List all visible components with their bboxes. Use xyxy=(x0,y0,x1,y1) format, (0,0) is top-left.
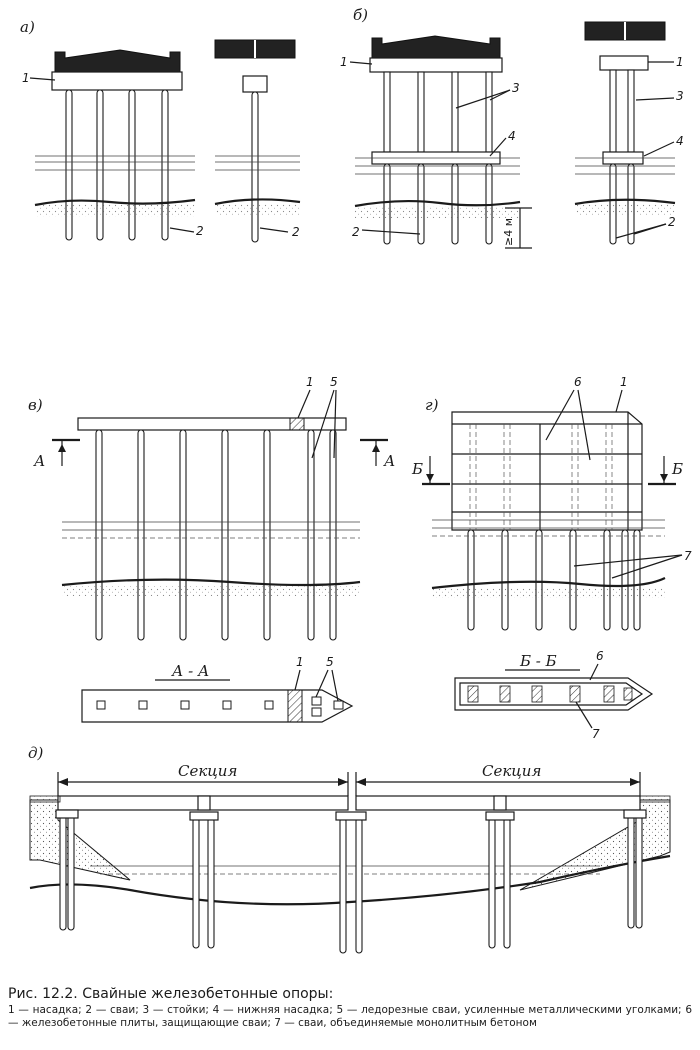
piles-g xyxy=(467,424,641,631)
caption-title: Рис. 12.2. Свайные железобетонные опоры: xyxy=(8,986,334,1002)
section-aa-title: А - А xyxy=(171,662,209,680)
dimension-4m: ≥4 м xyxy=(502,218,515,246)
figure-caption: Рис. 12.2. Свайные железобетонные опоры:… xyxy=(8,986,692,1030)
caption-legend: 1 — насадка; 2 — сваи; 3 — стойки; 4 — н… xyxy=(8,1004,692,1029)
callout-2-b: 2 xyxy=(352,225,360,239)
panel-label-d: д) xyxy=(28,744,44,762)
panel-label-b: б) xyxy=(353,6,368,24)
piles-a xyxy=(65,89,169,241)
panel-label-g: г) xyxy=(425,396,439,414)
callout-1-aa: 1 xyxy=(296,655,304,669)
pile-cap-v xyxy=(77,417,347,431)
callout-1-b: 1 xyxy=(340,55,348,69)
section-mark-a-left: А xyxy=(33,452,45,470)
panel-label-v: в) xyxy=(28,396,43,414)
ground-line-a xyxy=(34,198,196,207)
callout-1-b-side: 1 xyxy=(676,55,684,69)
section-mark-b-right: Б xyxy=(671,460,683,478)
panel-a: а) 1 2 2 xyxy=(20,18,301,243)
callout-3-b: 3 xyxy=(512,81,520,95)
callout-4-b-side: 4 xyxy=(676,134,684,148)
callout-7-bb: 7 xyxy=(592,727,600,741)
callout-2-a-side: 2 xyxy=(292,225,300,239)
section-mark-a-right: А xyxy=(383,452,395,470)
deck-slab-a xyxy=(54,49,181,73)
callout-1-g: 1 xyxy=(620,375,628,389)
callout-3-b-side: 3 xyxy=(676,89,684,103)
protective-plates-g xyxy=(451,411,643,531)
panel-b: б) 1 3 4 2 ≥4 м xyxy=(340,6,684,249)
section-label-left: Секция xyxy=(178,762,237,780)
callout-1-v: 1 xyxy=(306,375,314,389)
pile-supports-figure: а) 1 2 2 б) xyxy=(20,6,692,954)
callout-5-aa: 5 xyxy=(326,655,334,669)
upper-cap-b-side xyxy=(599,55,649,71)
panel-v: в) А А 1 5 А - А xyxy=(28,375,395,723)
deck-slab-b xyxy=(371,35,501,59)
callout-2-a: 2 xyxy=(196,224,204,238)
callout-2-b-side: 2 xyxy=(668,215,676,229)
callout-7-g: 7 xyxy=(684,549,692,563)
water-lines-a xyxy=(35,155,195,171)
callout-5-v: 5 xyxy=(330,375,338,389)
pile-cap-a xyxy=(51,71,183,91)
piles-d xyxy=(55,809,647,954)
callout-1-a: 1 xyxy=(22,71,30,85)
callout-6-g: 6 xyxy=(574,375,582,389)
panel-g: г) Б Б 6 1 xyxy=(411,375,692,741)
panel-d: д) Секция Секция xyxy=(28,744,671,954)
callout-6-bb: 6 xyxy=(596,649,604,663)
section-label-right: Секция xyxy=(482,762,541,780)
panel-label-a: а) xyxy=(20,18,35,36)
piles-b xyxy=(383,163,493,245)
section-bb-piles xyxy=(467,685,633,703)
section-bb-title: Б - Б xyxy=(519,652,557,670)
upper-cap-b xyxy=(369,57,503,73)
columns-b xyxy=(383,71,493,153)
piles-v xyxy=(95,429,337,641)
section-mark-b-left: Б xyxy=(411,460,423,478)
section-aa-outline xyxy=(81,689,354,723)
river-bed-d xyxy=(29,854,671,906)
cap-side-a xyxy=(242,75,268,93)
callout-4-b: 4 xyxy=(508,129,516,143)
